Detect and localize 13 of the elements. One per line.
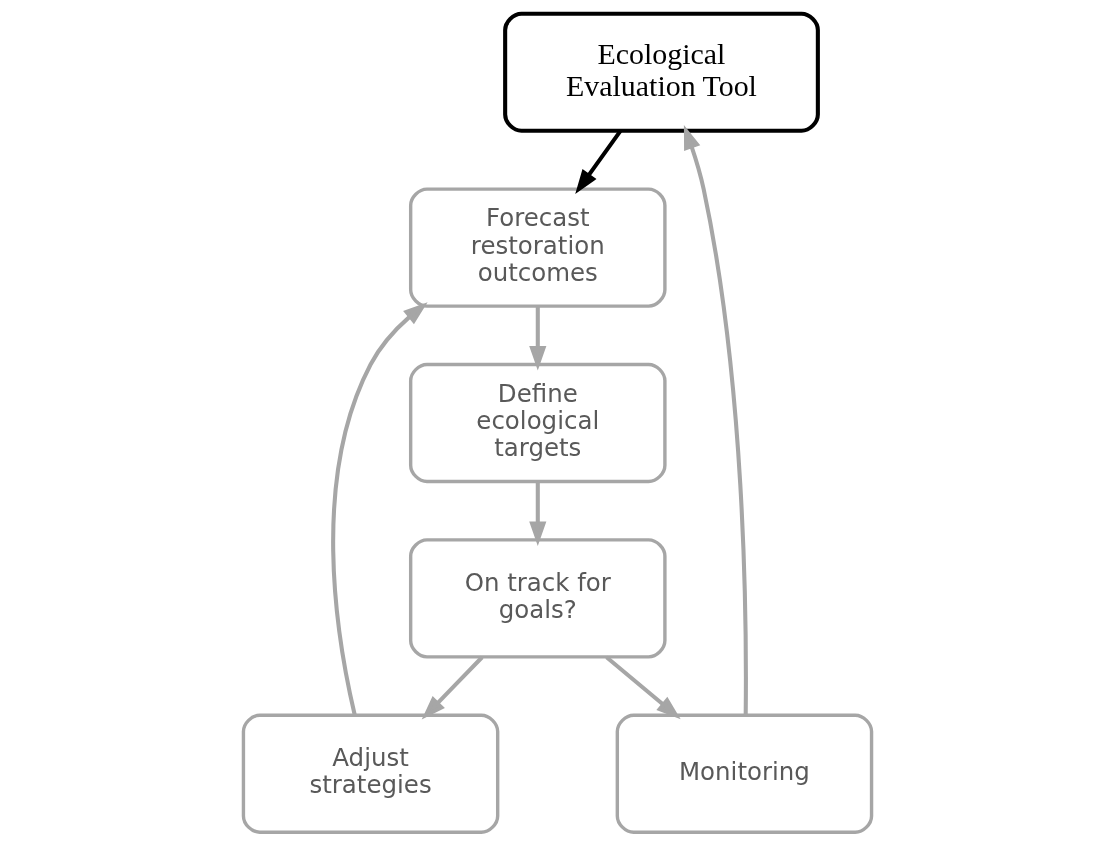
arrow bbox=[574, 129, 622, 195]
arrow bbox=[528, 481, 546, 546]
arrow bbox=[604, 655, 681, 720]
arrow bbox=[330, 302, 428, 716]
node-box: Define ecological targets bbox=[408, 362, 667, 484]
node-box: Adjust strategies bbox=[241, 713, 499, 834]
arrow bbox=[421, 655, 484, 720]
node-box: Forecast restoration outcomes bbox=[408, 187, 667, 308]
node-box: On track for goals? bbox=[408, 538, 667, 659]
arrow bbox=[683, 125, 748, 715]
node-box: Ecological Evaluation Tool bbox=[502, 11, 820, 133]
node-box: Monitoring bbox=[615, 713, 873, 834]
arrow bbox=[528, 306, 546, 371]
